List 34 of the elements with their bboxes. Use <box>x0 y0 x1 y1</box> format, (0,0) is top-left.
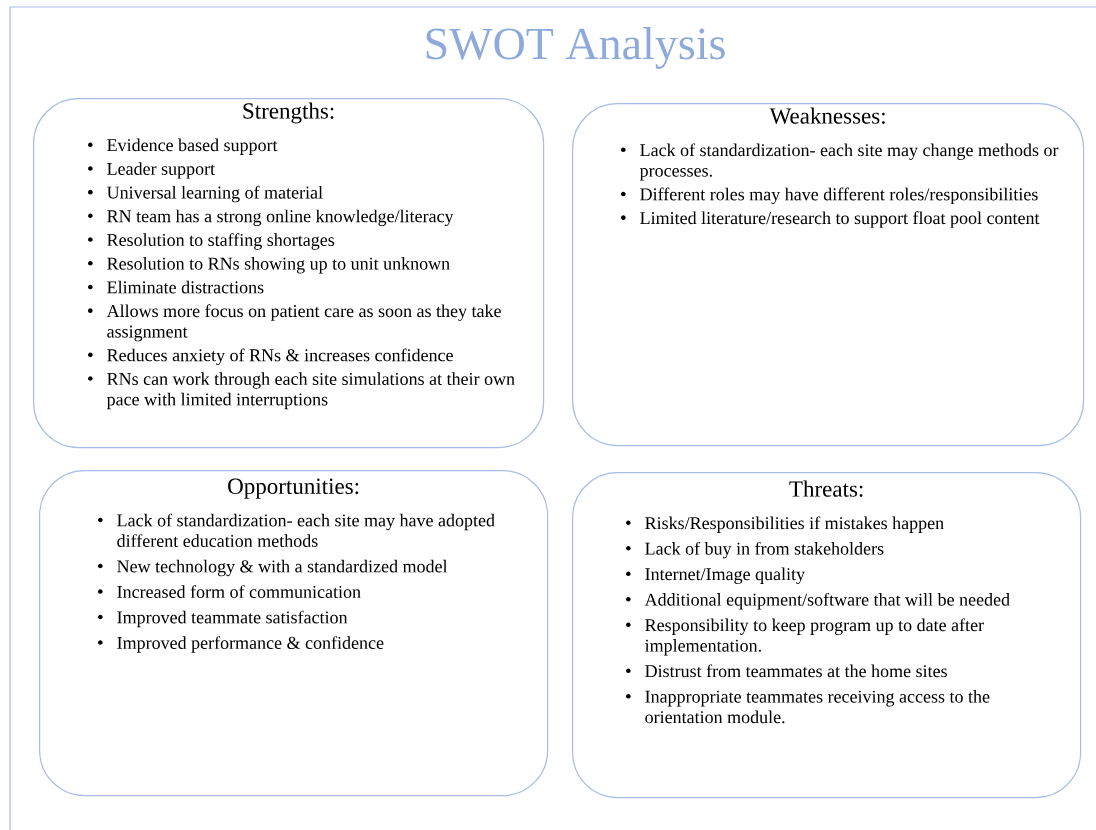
bullet-item: Improved teammate satisfaction <box>117 610 348 628</box>
bullet-item: Leader support <box>107 162 215 179</box>
bullet-item: RN team has a strong online knowledge/literacy <box>107 209 454 227</box>
bullet-item: Evidence based support <box>107 138 278 155</box>
bullet-item: Lack of standardization- each site may change methods or processes. <box>639 143 1059 181</box>
bullet-item: Resolution to RNs showing up to unit unknown <box>107 257 450 274</box>
swot-box <box>39 470 549 797</box>
bullet-item: Lack of buy in from stakeholders <box>645 541 884 559</box>
bullet-item: Reduces anxiety of RNs & increases confidence <box>107 348 453 366</box>
bullet-item: Allows more focus on patient care as soon as they take assignment <box>106 304 501 342</box>
bullet-item: Responsibility to keep program up to date after implementation. <box>645 618 984 656</box>
swot-box <box>33 98 545 449</box>
bullet-item: Improved performance & confidence <box>117 636 384 653</box>
swot-box <box>572 103 1085 447</box>
bullet-item: Risks/Responsibilities if mistakes happen <box>645 516 944 533</box>
bullet-item: Resolution to staffing shortages <box>107 233 335 250</box>
bullet-item: Internet/Image quality <box>645 567 805 584</box>
bullet-item: Lack of standardization- each site may have adopted different education methods <box>117 513 495 547</box>
bullet-item: Inappropriate teammates receiving access to the orientation module. <box>645 690 990 724</box>
bullet-item: New technology & with a standardized model <box>117 559 448 577</box>
box-heading: Weaknesses: <box>769 107 885 124</box>
box-heading: Strengths: <box>243 102 334 124</box>
bullet-item: Different roles may have different roles/responsibilities <box>640 187 1038 205</box>
bullet-item: Increased form of communication <box>117 585 361 598</box>
bullet-item: Universal learning of material <box>107 185 323 203</box>
bullet-item: Additional equipment/software that will be needed <box>644 592 1010 610</box>
bullet-item: Eliminate distractions <box>107 280 264 294</box>
box-heading: Threats: <box>789 480 863 497</box>
title: SWOT Analysis <box>426 27 725 69</box>
box-heading: Opportunities: <box>228 478 359 499</box>
bullet-item: Distrust from teammates at the home sites <box>645 664 947 678</box>
bullet-item: Limited literature/research to support float pool content <box>640 211 1040 228</box>
bullet-item: RNs can work through each site simulations at their own pace with limited interruptions <box>106 372 515 410</box>
swot-box <box>572 472 1082 799</box>
